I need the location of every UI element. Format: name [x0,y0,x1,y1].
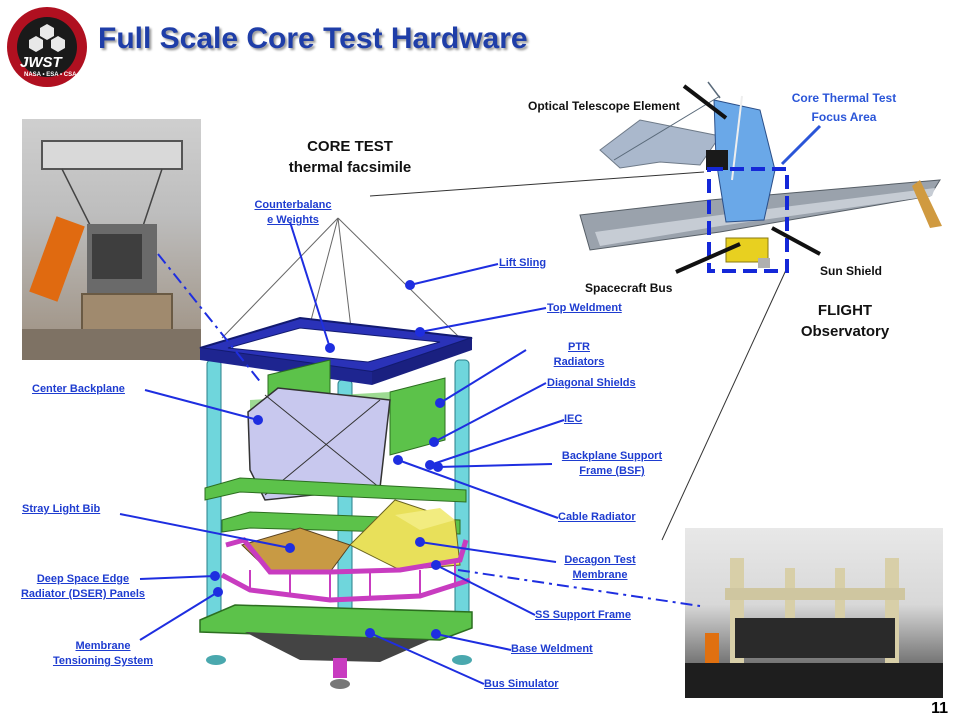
logo-wordmark: JWST [20,54,62,71]
flight-observatory-heading: FLIGHT Observatory [800,302,890,340]
top-weldment-label: Top Weldment [547,302,622,314]
flight-observatory-graphic [579,81,942,268]
dser-panels-label: Deep Space Edge Radiator (DSER) Panels [20,573,146,600]
jwst-logo-graphic [7,7,87,87]
jwst-logo: JWST NASA • ESA • CSA James Webb Space T… [6,0,88,88]
counterbalance-weights-label: Counterbalanc e Weights [254,199,332,226]
focus-area-box [707,167,789,273]
ptr-radiators-label: PTR Radiators [553,341,605,368]
diagonal-shields-label: Diagonal Shields [547,377,636,389]
iec-label: IEC [564,413,583,425]
page-title: Full Scale Core Test Hardware [98,22,528,55]
core-thermal-test-focus-label: Core Thermal Test Focus Area [791,91,897,124]
lift-sling-label: Lift Sling [499,257,547,269]
base-weldment-label: Base Weldment [511,643,593,655]
ote-label: Optical Telescope Element [528,99,680,113]
decagon-test-membrane-label: Decagon Test Membrane [564,554,636,581]
spacecraft-bus-label: Spacecraft Bus [585,281,673,295]
sun-shield-label: Sun Shield [820,264,883,278]
cable-radiator-label: Cable Radiator [558,511,636,523]
top-weldment-shape [199,316,473,385]
center-backplane-label: Center Backplane [32,383,125,395]
bsf-label: Backplane Support Frame (BSF) [561,450,663,477]
hardware-photo [685,528,943,698]
logo-agencies: NASA • ESA • CSA [24,72,77,78]
bus-simulator-label: Bus Simulator [484,678,559,690]
membrane-tensioning-label: Membrane Tensioning System [52,640,154,667]
core-test-heading: CORE TEST thermal facsimile [288,138,412,176]
stray-light-bib-label: Stray Light Bib [22,503,101,515]
ss-support-frame-label: SS Support Frame [535,609,631,621]
lift-photo [22,119,201,360]
page-number: 11 [931,700,948,717]
